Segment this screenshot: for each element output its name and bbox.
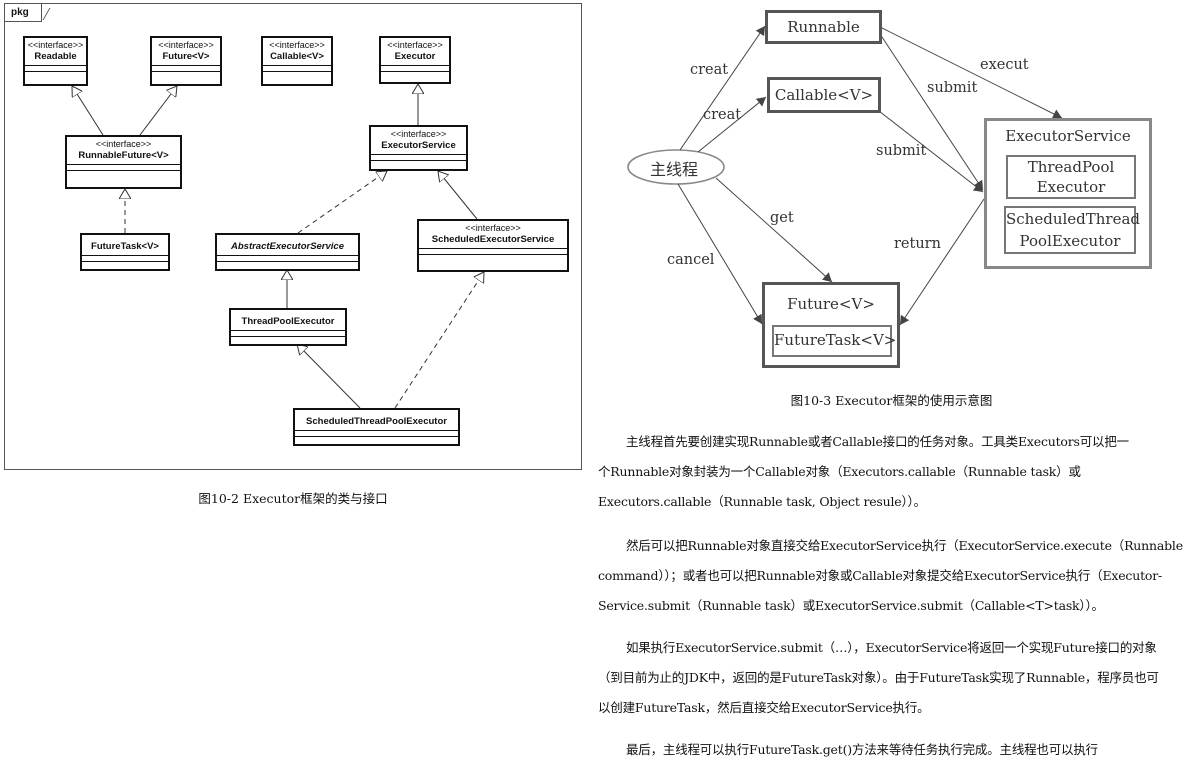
- future-task-label: FutureTask<V>: [774, 331, 897, 349]
- thread-pool-executor-box: ThreadPool Executor: [1006, 155, 1136, 199]
- paragraph-2: 然后可以把Runnable对象直接交给ExecutorService执行（Exe…: [598, 531, 1185, 621]
- paragraph-line: 如果执行ExecutorService.submit（…），ExecutorSe…: [626, 640, 1157, 655]
- paragraph-line: 以创建FutureTask，然后直接交给ExecutorService执行。: [598, 700, 930, 715]
- creat-label-1: creat: [690, 62, 729, 78]
- scheduled-executor-service-interface: <<interface>> ScheduledExecutorService: [417, 219, 569, 272]
- scheduled-thread-pool-executor-class: ScheduledThreadPoolExecutor: [293, 408, 460, 446]
- submit-label-2: submit: [876, 143, 927, 159]
- paragraph-line: command））；或者也可以把Runnable对象或Callable对象提交给…: [598, 568, 1163, 583]
- class-name: Readable: [34, 51, 77, 62]
- cancel-label: cancel: [667, 252, 715, 268]
- scheduled-line2: PoolExecutor: [1019, 232, 1121, 250]
- paragraph-line: 个Runnable对象封装为一个Callable对象（Executors.cal…: [598, 464, 1081, 479]
- executor-service-label: ExecutorService: [1005, 127, 1131, 145]
- runnable-label: Runnable: [787, 18, 860, 36]
- stereotype: <<interface>>: [387, 40, 443, 50]
- class-name: ExecutorService: [381, 140, 456, 151]
- runnable-future-interface: <<interface>> RunnableFuture<V>: [65, 135, 182, 189]
- stereotype: <<interface>>: [269, 40, 325, 50]
- class-name: ScheduledExecutorService: [431, 234, 555, 245]
- executor-service-interface: <<interface>> ExecutorService: [369, 125, 468, 171]
- future-task-class: FutureTask<V>: [80, 233, 170, 271]
- stereotype: <<interface>>: [27, 40, 84, 50]
- uml-package-frame: pkg <<interface>> Readable <<interface>>: [4, 3, 582, 470]
- figure-10-2-caption: 图10-2 Executor框架的类与接口: [198, 491, 388, 506]
- stereotype: <<interface>>: [465, 223, 521, 233]
- return-label: return: [894, 236, 941, 252]
- main-thread-ellipse: [627, 149, 725, 185]
- paragraph-line: 然后可以把Runnable对象直接交给ExecutorService执行（Exe…: [626, 538, 1183, 553]
- class-name: ScheduledThreadPoolExecutor: [306, 416, 447, 427]
- creat-label-2: creat: [703, 107, 742, 123]
- execut-label: execut: [980, 57, 1029, 73]
- stereotype: <<interface>>: [158, 40, 214, 50]
- class-name: ThreadPoolExecutor: [241, 316, 335, 327]
- paragraph-line: 主线程首先要创建实现Runnable或者Callable接口的任务对象。工具类E…: [626, 434, 1129, 449]
- class-name: Future<V>: [162, 51, 210, 62]
- executor-interface: <<interface>> Executor: [379, 36, 451, 84]
- callable-label: Callable<V>: [774, 86, 874, 104]
- thread-pool-executor-line1: ThreadPool: [1027, 158, 1115, 176]
- class-name: RunnableFuture<V>: [78, 150, 169, 161]
- package-tab: pkg: [5, 4, 42, 22]
- scheduled-thread-pool-executor-box: ScheduledThread PoolExecutor: [1004, 206, 1141, 254]
- usage-diagram-arrows: [627, 25, 1063, 326]
- main-thread-label: 主线程: [650, 160, 699, 179]
- thread-pool-executor-line2: Executor: [1036, 178, 1106, 196]
- class-name: AbstractExecutorService: [231, 241, 344, 252]
- callable-box: Callable<V>: [767, 77, 881, 113]
- future-interface: <<interface>> Future<V>: [150, 36, 222, 86]
- future-box: Future<V> FutureTask<V>: [762, 282, 900, 368]
- class-name: FutureTask<V>: [91, 241, 159, 252]
- future-label: Future<V>: [787, 295, 875, 313]
- future-task-box: FutureTask<V>: [772, 325, 897, 357]
- get-label: get: [770, 210, 794, 226]
- submit-label-1: submit: [927, 80, 978, 96]
- paragraph-4: 最后，主线程可以执行FutureTask.get()方法来等待任务执行完成。主线…: [598, 735, 1185, 765]
- paragraph-3: 如果执行ExecutorService.submit（…），ExecutorSe…: [598, 633, 1185, 723]
- paragraph-line: Executors.callable（Runnable task, Object…: [598, 494, 926, 509]
- class-name: Executor: [394, 51, 436, 62]
- uml-connectors: [5, 4, 583, 409]
- readable-interface: <<interface>> Readable: [23, 36, 88, 86]
- callable-interface: <<interface>> Callable<V>: [261, 36, 333, 86]
- paragraph-line: Service.submit（Runnable task）或ExecutorSe…: [598, 598, 1104, 613]
- paragraph-1: 主线程首先要创建实现Runnable或者Callable接口的任务对象。工具类E…: [598, 427, 1185, 517]
- runnable-box: Runnable: [765, 10, 882, 44]
- stereotype: <<interface>>: [390, 129, 447, 139]
- executor-service-box: ExecutorService ThreadPool Executor Sche…: [984, 118, 1152, 269]
- figure-10-3-caption: 图10-3 Executor框架的使用示意图: [790, 393, 993, 408]
- stereotype: <<interface>>: [95, 139, 152, 149]
- paragraph-line: （到目前为止的JDK中，返回的是FutureTask对象）。由于FutureTa…: [598, 670, 1159, 685]
- thread-pool-executor-class: ThreadPoolExecutor: [229, 308, 347, 346]
- paragraph-line: 最后，主线程可以执行FutureTask.get()方法来等待任务执行完成。主线…: [626, 742, 1098, 757]
- scheduled-line1: ScheduledThread: [1006, 210, 1141, 228]
- abstract-executor-service-class: AbstractExecutorService: [215, 233, 360, 271]
- class-name: Callable<V>: [270, 51, 324, 62]
